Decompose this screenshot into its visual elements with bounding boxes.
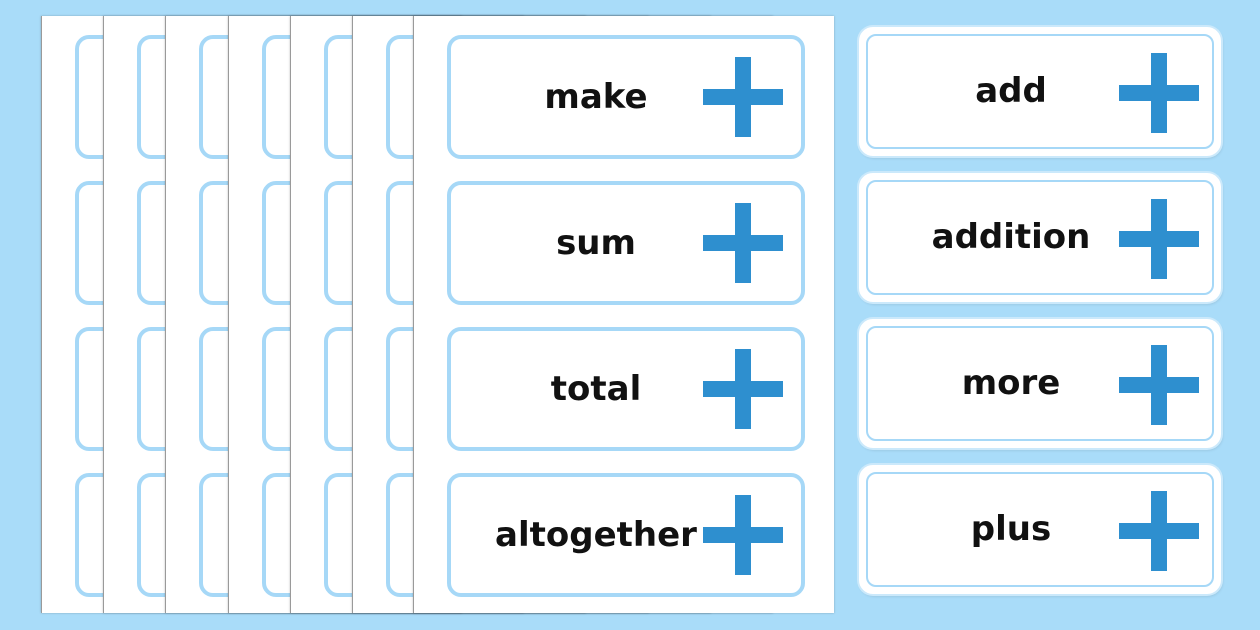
card-word: add <box>975 71 1047 111</box>
plus-icon <box>703 495 783 575</box>
card-word: total <box>550 369 642 409</box>
plus-icon <box>703 57 783 137</box>
card-word: addition <box>931 217 1091 257</box>
plus-icon <box>703 349 783 429</box>
word-card-make: make <box>447 35 805 159</box>
plus-icon <box>1119 345 1199 425</box>
card-border <box>866 326 1214 441</box>
word-card-altogether: altogether <box>447 473 805 597</box>
plus-icon <box>703 203 783 283</box>
front-sheet: make sum total altogether <box>413 16 834 613</box>
plus-icon <box>1119 199 1199 279</box>
card-border <box>866 180 1214 295</box>
plus-icon <box>1119 491 1199 571</box>
card-border <box>866 34 1214 149</box>
card-border <box>866 472 1214 587</box>
plus-icon <box>1119 53 1199 133</box>
card-word: make <box>544 77 648 117</box>
word-card-plus: plus <box>859 465 1221 594</box>
card-word: plus <box>970 509 1052 549</box>
card-word: more <box>961 363 1061 403</box>
card-word: sum <box>556 223 636 263</box>
word-card-more: more <box>859 319 1221 448</box>
word-card-sum: sum <box>447 181 805 305</box>
card-word: altogether <box>495 515 697 555</box>
word-card-add: add <box>859 27 1221 156</box>
word-card-total: total <box>447 327 805 451</box>
word-card-addition: addition <box>859 173 1221 302</box>
